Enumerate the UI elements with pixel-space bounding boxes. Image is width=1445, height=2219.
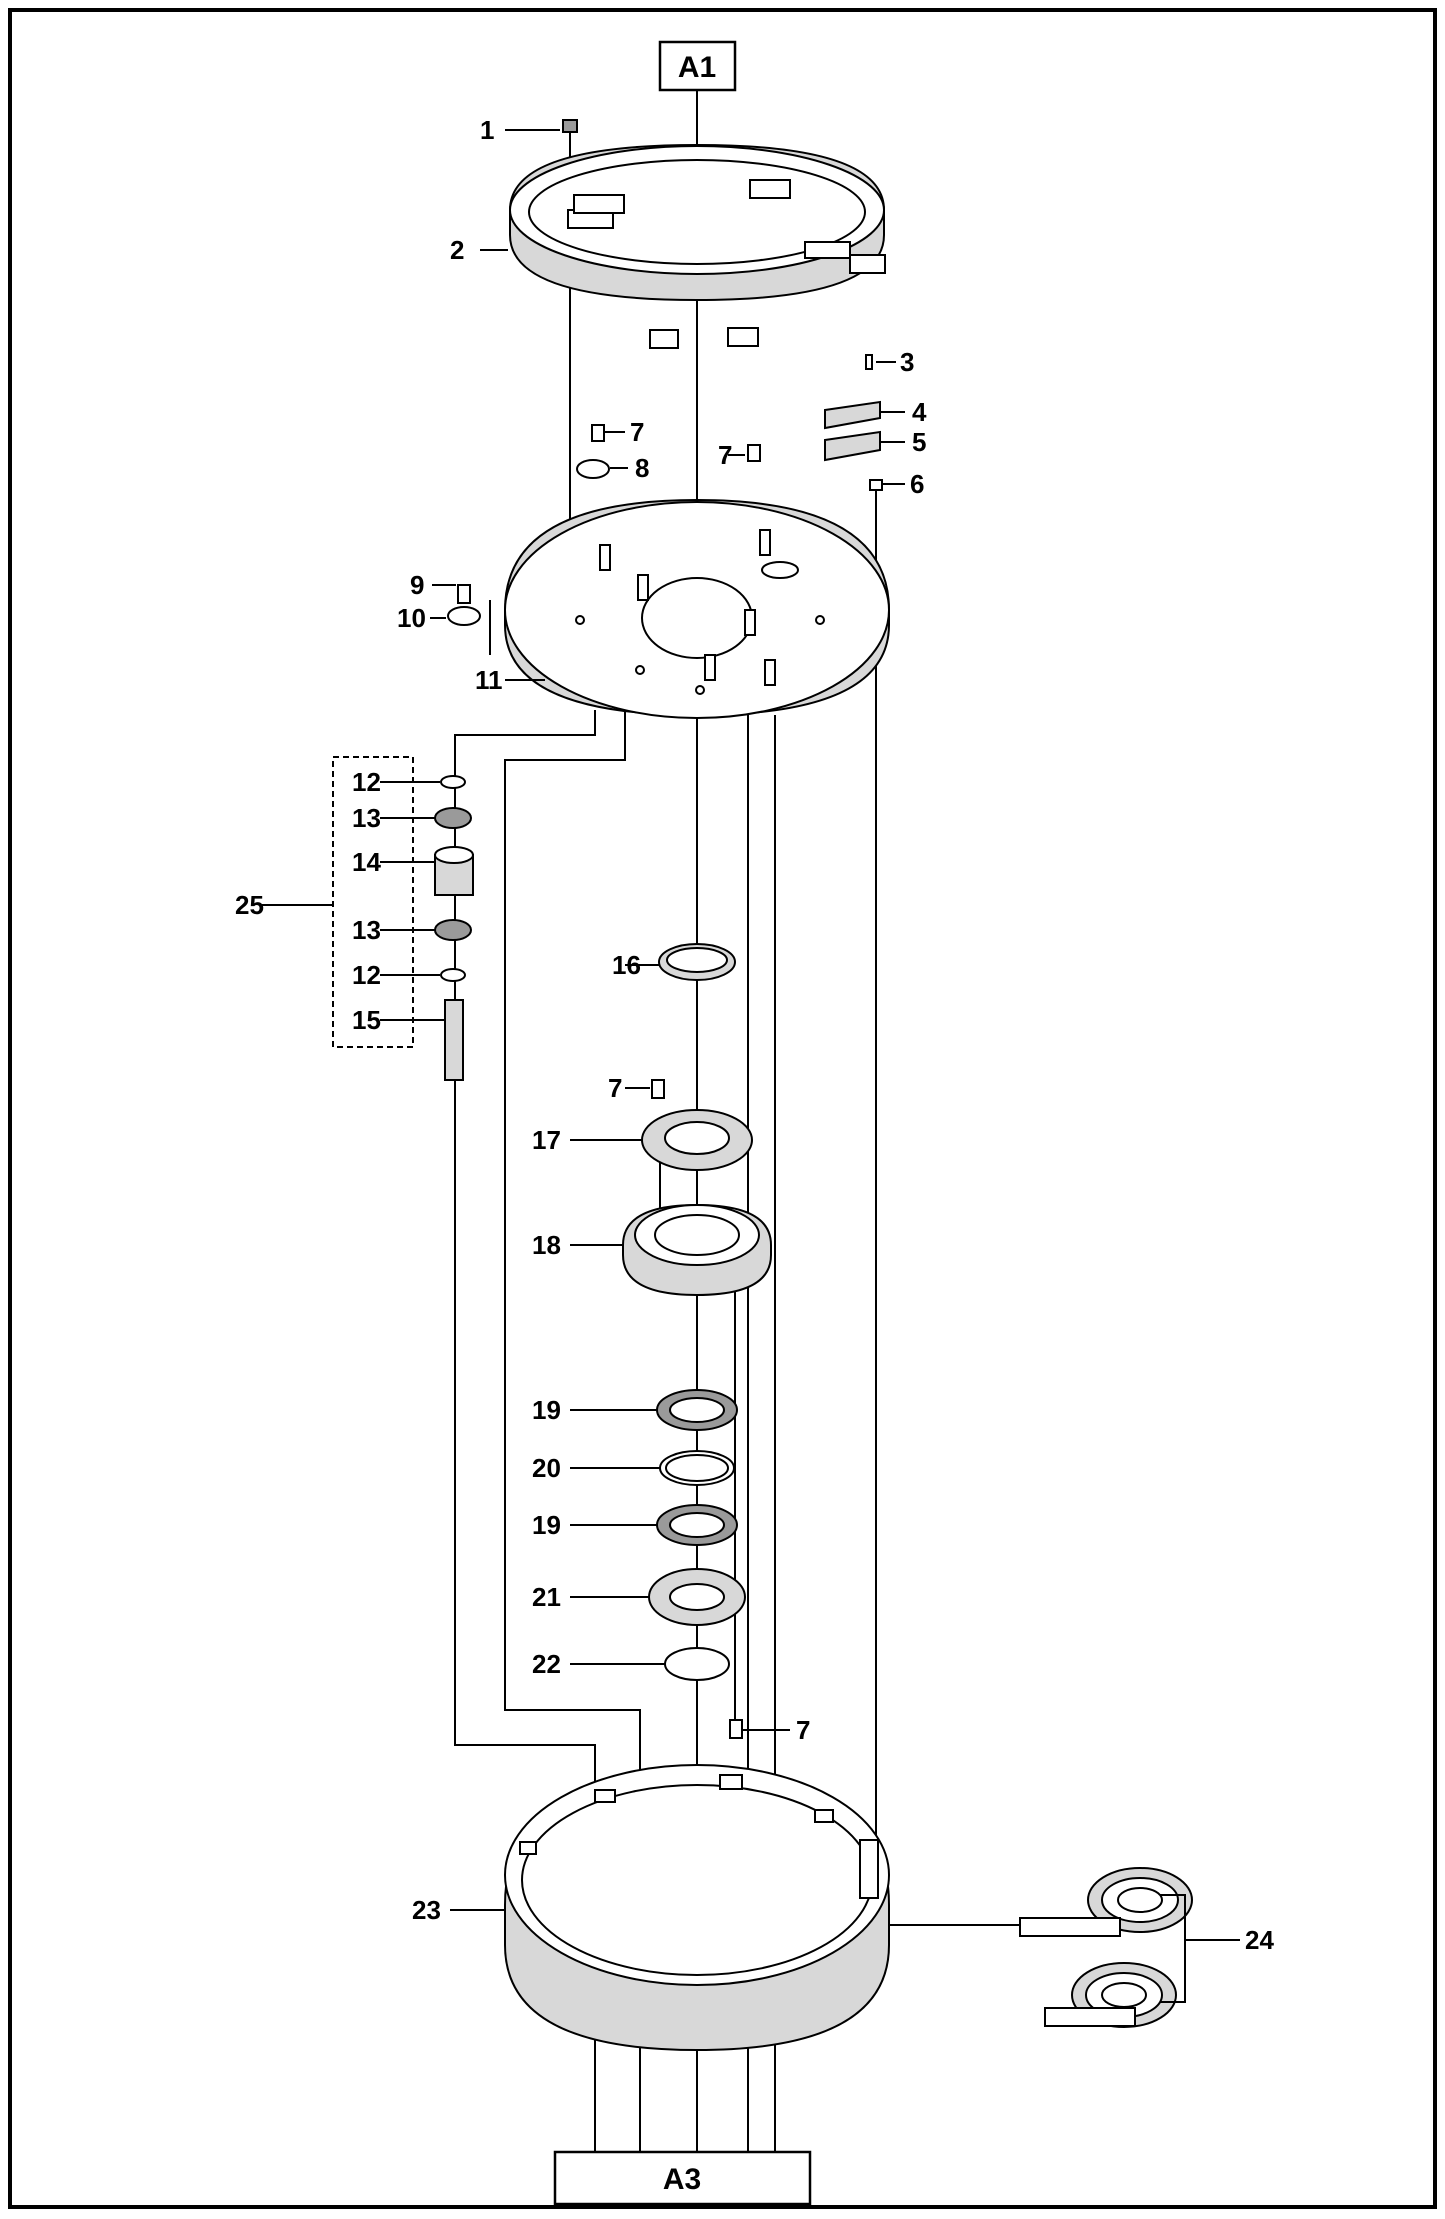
callout-5: 5 [912, 427, 926, 457]
callout-4: 4 [912, 397, 927, 427]
reference-box-a3-label: A3 [663, 2163, 701, 2196]
callout-8: 8 [635, 453, 649, 483]
bearing-assembly-group-box [332, 756, 414, 1048]
part-bearing-assembly [434, 775, 474, 1081]
part-spacer-20 [659, 1450, 735, 1486]
part-base-drum [504, 1764, 890, 2052]
part-circlip-22 [664, 1647, 730, 1681]
part-top-ring [509, 143, 886, 349]
callout-24: 24 [1245, 1925, 1274, 1955]
callout-12-b: 12 [352, 960, 381, 990]
callout-3: 3 [900, 347, 914, 377]
callout-leaders [262, 129, 1240, 1941]
part-base-plate [504, 498, 890, 719]
callout-7-c: 7 [608, 1073, 622, 1103]
callout-11: 11 [475, 665, 503, 695]
callout-1: 1 [480, 115, 494, 145]
callout-12-a: 12 [352, 767, 381, 797]
part-small-fasteners [447, 119, 883, 1739]
reference-box-a3[interactable]: A3 [553, 2150, 812, 2206]
reference-box-a1-label: A1 [678, 51, 716, 84]
part-plate-21 [648, 1568, 746, 1626]
callout-labels: 1 2 3 4 5 6 7 7 8 9 10 11 12 13 14 13 12… [235, 115, 1274, 1955]
callout-22: 22 [532, 1649, 561, 1679]
callout-14: 14 [352, 847, 381, 877]
callout-10: 10 [397, 603, 426, 633]
callout-18: 18 [532, 1230, 561, 1260]
callout-9: 9 [410, 570, 424, 600]
callout-7-d: 7 [796, 1715, 810, 1745]
callout-13-b: 13 [352, 915, 381, 945]
part-small-plates [824, 400, 881, 462]
page-frame [8, 8, 1437, 2209]
callout-7-a: 7 [630, 417, 644, 447]
callout-15: 15 [352, 1005, 381, 1035]
callout-16: 16 [612, 950, 641, 980]
part-bearing-19-lower [656, 1504, 738, 1546]
part-ring-16 [658, 943, 736, 981]
reference-box-a1[interactable]: A1 [658, 40, 737, 92]
part-coils [889, 1867, 1193, 2028]
callout-7-b: 7 [718, 440, 732, 470]
callout-6: 6 [910, 469, 924, 499]
callout-21: 21 [532, 1582, 561, 1612]
callout-19-b: 19 [532, 1510, 561, 1540]
part-housing-18 [622, 1203, 772, 1297]
part-flange-17 [641, 1109, 753, 1171]
part-bearing-19-upper [656, 1389, 738, 1431]
callout-19-a: 19 [532, 1395, 561, 1425]
callout-2: 2 [450, 235, 464, 265]
callout-23: 23 [412, 1895, 441, 1925]
callout-25: 25 [235, 890, 264, 920]
callout-20: 20 [532, 1453, 561, 1483]
callout-17: 17 [532, 1125, 561, 1155]
callout-13-a: 13 [352, 803, 381, 833]
